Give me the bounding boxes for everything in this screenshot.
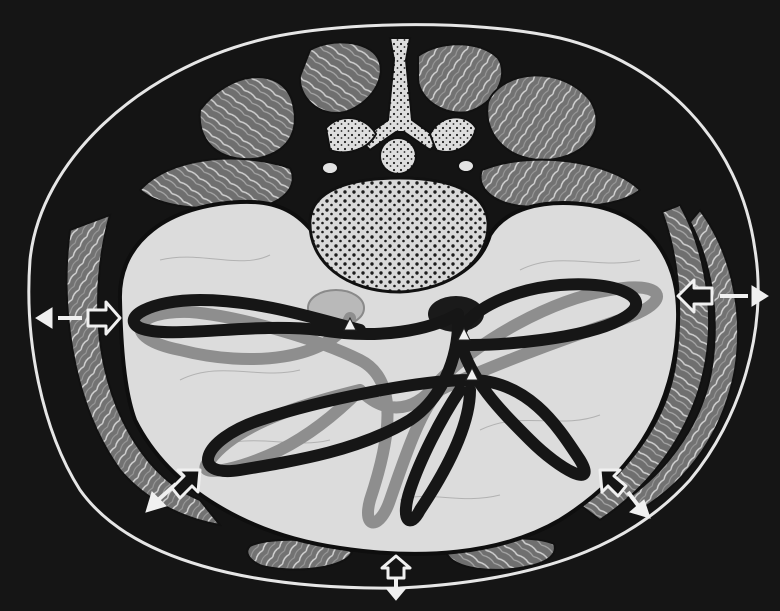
foramen-right (458, 160, 474, 172)
spinal-cord (380, 138, 416, 174)
foramen-left (322, 162, 338, 174)
